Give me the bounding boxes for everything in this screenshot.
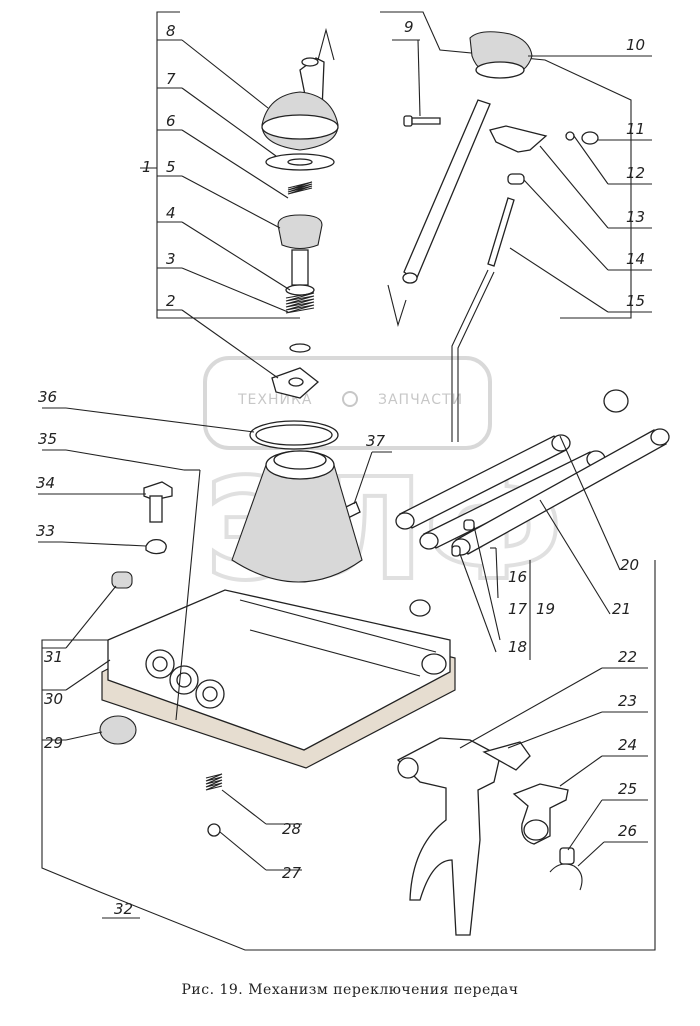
callout-2: 2 — [166, 292, 176, 310]
callout-24: 24 — [618, 736, 637, 754]
callout-21: 21 — [612, 600, 631, 618]
leader-lines — [38, 39, 652, 871]
bracket-group-top-right — [380, 11, 632, 319]
watermark-right: ЗАПЧАСТИ — [378, 392, 463, 408]
callout-36: 36 — [38, 388, 57, 406]
gear-lever-assembly — [261, 27, 407, 399]
callout-33: 33 — [36, 522, 55, 540]
callout-6: 6 — [166, 112, 176, 130]
callout-25: 25 — [618, 780, 637, 798]
callout-30: 30 — [44, 690, 63, 708]
selector-rod-parts — [402, 31, 629, 442]
callout-14: 14 — [626, 250, 645, 268]
callout-28: 28 — [282, 820, 301, 838]
callout-19: 19 — [536, 600, 555, 618]
callout-29: 29 — [44, 734, 63, 752]
callout-4: 4 — [166, 204, 176, 222]
shift-forks — [396, 737, 583, 936]
callout-37: 37 — [366, 432, 386, 450]
callout-labels: 8 7 6 1 5 4 3 2 9 10 11 12 13 14 15 36 3… — [36, 18, 645, 919]
callout-8: 8 — [166, 22, 176, 40]
gear-icon — [342, 391, 358, 407]
callout-3: 3 — [166, 250, 176, 268]
small-parts-left — [99, 420, 361, 837]
callout-5: 5 — [166, 158, 176, 176]
figure-caption: Рис. 19. Механизм переключения передач — [181, 982, 519, 998]
callout-17: 17 — [508, 600, 528, 618]
callout-12: 12 — [626, 164, 645, 182]
callout-35: 35 — [38, 430, 57, 448]
callout-7: 7 — [166, 70, 176, 88]
callout-15: 15 — [626, 292, 645, 310]
callout-22: 22 — [618, 648, 637, 666]
callout-18: 18 — [508, 638, 527, 656]
shift-housing — [101, 450, 456, 769]
callout-11: 11 — [626, 120, 645, 138]
callout-26: 26 — [618, 822, 637, 840]
callout-10: 10 — [626, 36, 645, 54]
callout-16: 16 — [508, 568, 527, 586]
callout-31: 31 — [44, 648, 63, 666]
callout-23: 23 — [618, 692, 637, 710]
callout-27: 27 — [282, 864, 302, 882]
callout-20: 20 — [620, 556, 639, 574]
bracket-group-32 — [41, 560, 656, 951]
callout-9: 9 — [404, 18, 414, 36]
bracket-group-1 — [140, 11, 300, 319]
callout-32: 32 — [114, 900, 133, 918]
callout-34: 34 — [36, 474, 55, 492]
callout-1: 1 — [142, 158, 152, 176]
shift-rails — [395, 428, 670, 557]
callout-13: 13 — [626, 208, 645, 226]
